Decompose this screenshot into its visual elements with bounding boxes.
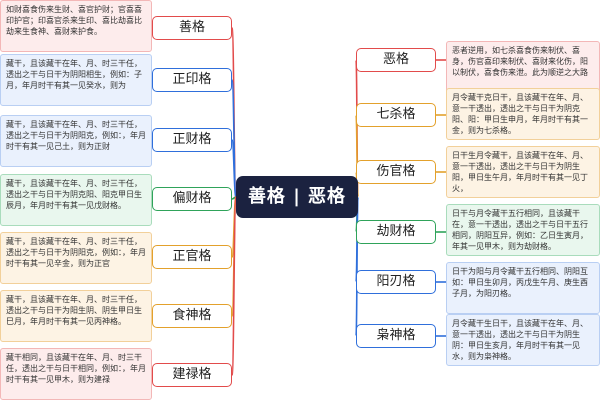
right-branch-desc: 日干为阳与月令藏干五行相同、阴阳互如：甲日生卯月，丙戊生午月、庚生酉子月，为阳刃…: [446, 262, 600, 314]
right-branch-desc: 日干生月令藏干，且该藏干在年、月、意一干透出，透出之干与日干为阴生阳，甲日生午月…: [446, 146, 600, 198]
left-branch-node[interactable]: 建禄格: [152, 363, 232, 387]
left-branch-node[interactable]: 食神格: [152, 304, 232, 328]
center-node[interactable]: 善格 | 恶格: [236, 176, 358, 218]
right-branch-node[interactable]: 阳刃格: [356, 270, 436, 294]
right-branch-node[interactable]: 劫财格: [356, 220, 436, 244]
left-branch-node[interactable]: 正官格: [152, 245, 232, 269]
left-branch-desc: 藏干，且该藏干在年、月、时三干任，透出之干与日干为阳生阴、阴生甲日生巳月，年月时…: [0, 290, 152, 342]
left-branch-desc: 藏干，且该藏干在年、月、时三干任，透出之干与日干为阴阳克，例如：，年月时干有其一…: [0, 115, 152, 167]
right-branch-node[interactable]: 伤官格: [356, 160, 436, 184]
left-branch-node[interactable]: 正印格: [152, 68, 232, 92]
left-branch-node[interactable]: 正财格: [152, 128, 232, 152]
left-branch-desc: 藏干，且该藏干在年、月、时三干任，透出之干与日干为阴阳相生，例如：子月，年月时干…: [0, 54, 152, 106]
right-branch-node[interactable]: 枭神格: [356, 324, 436, 348]
right-branch-desc: 月令藏干生日干，且该藏干在年、月、意一干透出，透出之干与日干为阴生阴：甲日生亥月…: [446, 314, 600, 366]
right-branch-desc: 月令藏干克日干，且该藏干在年、月、意一干透出，透出之干与日干为阴克阳、阳：甲日生…: [446, 88, 600, 140]
right-branch-desc: 日干与月令藏干五行相同，且该藏干在，意一干透出，透出之干与日干五行相同，阴阳互异…: [446, 204, 600, 256]
right-branch-node[interactable]: 恶格: [356, 48, 436, 72]
left-connector: [231, 139, 237, 198]
left-branch-node[interactable]: 善格: [152, 16, 232, 40]
left-branch-node[interactable]: 偏财格: [152, 187, 232, 211]
right-branch-node[interactable]: 七杀格: [356, 103, 436, 127]
left-branch-desc: 如财喜食伤来生财、喜官护财；官喜喜印护官；印喜官杀来生印、喜比劫喜比劫来生食神、…: [0, 0, 152, 52]
left-connector: [231, 196, 237, 376]
left-branch-desc: 藏干相同，且该藏干在年、月、时三干任，透出之干与日干相同，例如：，年月时干有其一…: [0, 348, 152, 400]
left-branch-desc: 藏干，且该藏干在年、月、时三干任，透出之干与日干为阴克阳、阳克甲日生辰月，年月时…: [0, 174, 152, 226]
right-branch-desc: 恶者逆用，如七杀喜食伤来制伏、喜身，伤官喜印来制伏、喜财来化伤，阳以制伏，喜食伤…: [446, 41, 600, 93]
left-branch-desc: 藏干，且该藏干在年、月、时三干任，透出之干与日干为阴阳克，例如：，年月时干有其一…: [0, 232, 152, 284]
